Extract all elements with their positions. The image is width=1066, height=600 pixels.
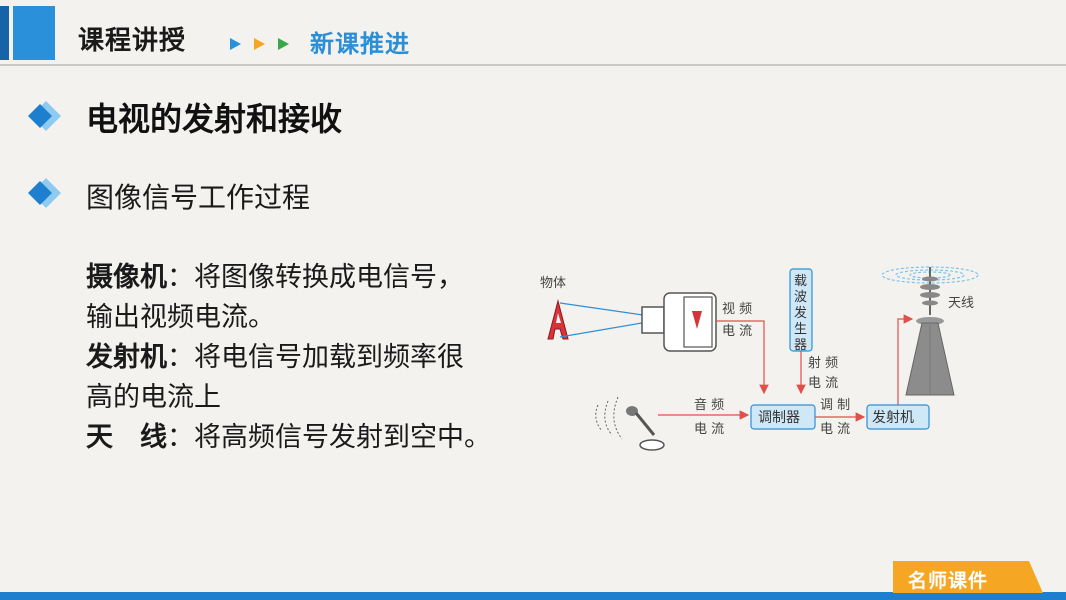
item-separator: ： xyxy=(167,422,194,453)
carrier-char: 器 xyxy=(794,338,807,353)
header-accent-bar-light xyxy=(13,6,55,60)
item-text: 将高频信号发射到空中。 xyxy=(194,422,491,453)
audio-current-label-2: 电 流 xyxy=(694,422,724,437)
footer-bar xyxy=(0,592,1066,600)
audio-current-label-1: 音 频 xyxy=(694,397,724,413)
description-item-cont: 输出视频电流。 xyxy=(86,298,546,338)
item-separator: ： xyxy=(167,342,194,373)
camera-icon xyxy=(641,292,717,352)
modulator-label: 调制器 xyxy=(758,410,800,426)
mod-current-label-2: 电 流 xyxy=(820,422,850,437)
diamond-bullet-icon xyxy=(28,178,61,208)
item-term: 天 线 xyxy=(86,422,167,453)
diamond-bullet-icon xyxy=(28,101,61,131)
item-text: 将图像转换成电信号， xyxy=(194,262,464,293)
tv-transmission-diagram: 物体 视 频 电 流 载 波 发 生 器 射 频 电 流 xyxy=(540,266,979,451)
object-label: 物体 xyxy=(540,276,566,291)
microphone-icon xyxy=(595,396,665,451)
section-subheading: 图像信号工作过程 xyxy=(86,181,311,214)
description-list: 摄像机：将图像转换成电信号， 输出视频电流。 发射机：将电信号加载到频率很 高的… xyxy=(86,258,546,458)
triple-arrow-icon xyxy=(230,38,289,50)
header-accent-bar-dark xyxy=(0,6,9,60)
carrier-char: 发 xyxy=(794,305,807,321)
section-heading: 电视的发射和接收 xyxy=(86,100,343,138)
carrier-char: 生 xyxy=(794,322,807,337)
mod-current-label-1: 调 制 xyxy=(820,398,850,413)
item-text: 高的电流上 xyxy=(86,382,221,413)
video-current-label-1: 视 频 xyxy=(722,302,752,317)
item-text: 输出视频电流。 xyxy=(86,302,275,333)
item-term: 摄像机 xyxy=(86,262,167,293)
item-separator: ： xyxy=(167,262,194,293)
video-current-label-2: 电 流 xyxy=(722,324,752,339)
carrier-char: 载 xyxy=(794,274,807,289)
item-text: 将电信号加载到频率很 xyxy=(194,342,464,373)
rf-current-label-2: 电 流 xyxy=(808,376,838,391)
rf-current-label-1: 射 频 xyxy=(808,355,838,371)
header-subtitle: 新课推进 xyxy=(310,30,410,58)
antenna-label: 天线 xyxy=(948,296,974,311)
description-item: 天 线：将高频信号发射到空中。 xyxy=(86,418,546,458)
header-title: 课程讲授 xyxy=(78,26,187,56)
item-term: 发射机 xyxy=(86,342,167,373)
footer-badge-label: 名师课件 xyxy=(908,570,989,592)
description-item-cont: 高的电流上 xyxy=(86,378,546,418)
carrier-char: 波 xyxy=(794,290,807,305)
description-item: 摄像机：将图像转换成电信号， xyxy=(86,258,546,298)
transmitter-label: 发射机 xyxy=(872,410,914,426)
antenna-tower-icon xyxy=(881,266,979,396)
header-divider xyxy=(0,64,1066,66)
footer-badge-shape xyxy=(893,561,1043,593)
description-item: 发射机：将电信号加载到频率很 xyxy=(86,338,546,378)
object-a-icon xyxy=(547,299,569,340)
